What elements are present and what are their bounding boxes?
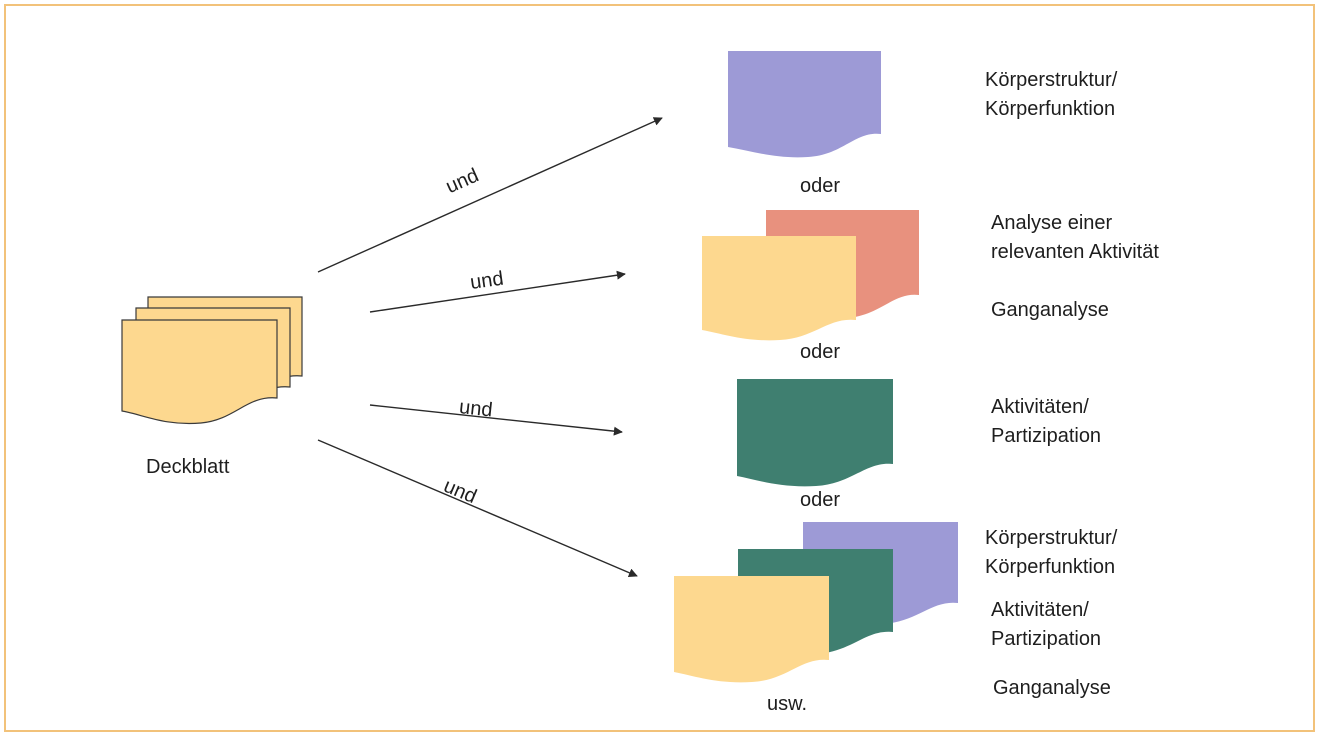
connector-oder-3: oder: [800, 489, 841, 511]
arrow-to-analyse: [369, 270, 626, 313]
g4-description-a-line2: Körperfunktion: [985, 556, 1116, 578]
g2-description-line2: relevanten Aktivität: [991, 241, 1159, 263]
g3-description-line1: Aktivitäten/: [991, 396, 1089, 418]
g4-description-a-line1: Körperstruktur/: [985, 527, 1118, 549]
g4-description-extra: Ganganalyse: [993, 677, 1111, 699]
sheet-ganganalyse: [702, 236, 856, 341]
g2-description-line1: Analyse einer: [991, 212, 1113, 234]
g1-description-line2: Körperfunktion: [985, 98, 1116, 120]
frame-border: [4, 4, 1315, 732]
arrow-to-aktivitaeten: [369, 404, 623, 436]
deckblatt-stack: [121, 296, 303, 425]
connector-oder-2: oder: [800, 341, 841, 363]
sheet-koerperstruktur: [728, 51, 881, 158]
g4-description-b-line1: Aktivitäten/: [991, 599, 1089, 621]
g2-description-extra: Ganganalyse: [991, 299, 1109, 321]
connector-oder-1: oder: [800, 175, 841, 197]
sheet-aktivitaeten: [737, 379, 893, 487]
end-label-usw: usw.: [767, 693, 808, 715]
arrow-label-3: und: [458, 396, 494, 422]
g3-description-line2: Partizipation: [991, 425, 1102, 447]
g1-description-line1: Körperstruktur/: [985, 69, 1118, 91]
deckblatt-label: Deckblatt: [146, 456, 230, 478]
g4-description-b-line2: Partizipation: [991, 628, 1102, 650]
arrow-to-combination: [317, 439, 638, 577]
arrow-to-koerperstruktur: [317, 117, 663, 273]
arrow-label-2: und: [468, 267, 505, 295]
deckblatt-sheet-front: [121, 319, 278, 425]
sheet-combo-ganganalyse: [674, 576, 829, 683]
